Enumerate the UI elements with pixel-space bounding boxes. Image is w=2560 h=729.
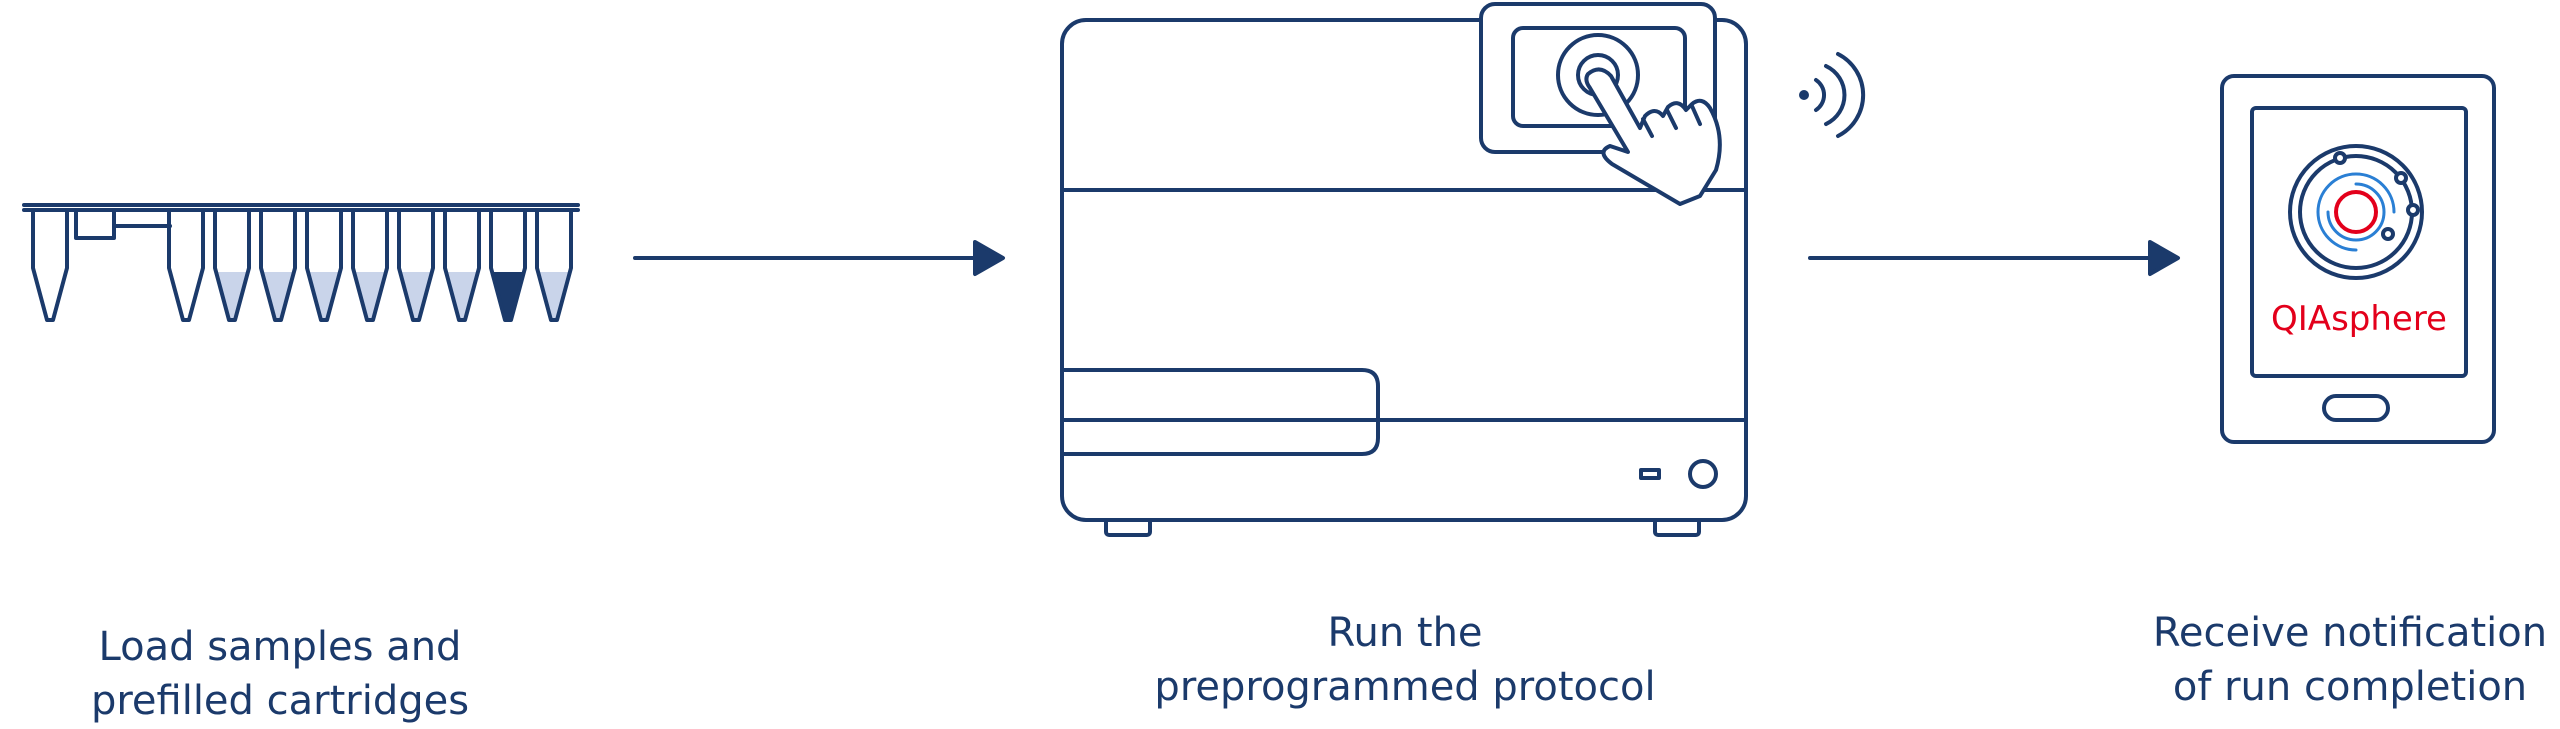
step-1-caption: Load samples and prefilled cartridges — [80, 620, 480, 728]
cartridge-strip-icon — [22, 203, 580, 322]
tube-liquid — [355, 272, 385, 318]
app-name-label: QIAsphere — [2271, 299, 2447, 339]
tube-liquid — [309, 272, 339, 318]
tube-liquid — [447, 272, 477, 318]
tube — [259, 208, 297, 322]
step-3-caption: Receive notification of run completion — [2150, 606, 2550, 714]
step-1-line-1: Load samples and — [98, 624, 462, 670]
step-3-line-2: of run completion — [2172, 664, 2528, 710]
arrow-2 — [1808, 240, 2180, 276]
tube-liquid — [539, 272, 569, 318]
instrument-icon — [1060, 2, 1866, 537]
step-3-line-1: Receive notification — [2152, 610, 2548, 656]
step-2-line-1: Run the — [1327, 610, 1483, 656]
arrow-1 — [633, 240, 1005, 276]
step-2-line-2: preprogrammed protocol — [1154, 664, 1656, 710]
step-1-line-2: prefilled cartridges — [90, 678, 470, 724]
tube — [213, 208, 251, 322]
tube — [167, 208, 205, 322]
tablet-icon: QIAsphere — [2220, 74, 2496, 444]
step-2-caption: Run the preprogrammed protocol — [1115, 606, 1695, 714]
tube-liquid — [401, 272, 431, 318]
tube — [489, 208, 527, 322]
tube-liquid — [493, 272, 523, 318]
tube — [535, 208, 573, 322]
tube — [31, 208, 69, 322]
tube — [443, 208, 481, 322]
tube-liquid — [263, 272, 293, 318]
tube — [351, 208, 389, 322]
tube — [397, 208, 435, 322]
tube — [305, 208, 343, 322]
tube-liquid — [217, 272, 247, 318]
qiasphere-logo-icon — [2288, 144, 2424, 280]
